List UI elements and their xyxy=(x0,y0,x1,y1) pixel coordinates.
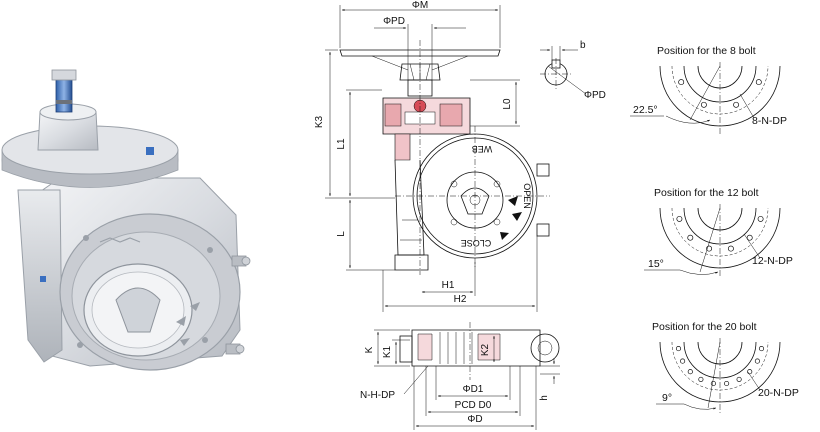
bolt-8-holes xyxy=(678,79,762,108)
dim-h: h xyxy=(539,395,550,401)
bolt-hole xyxy=(678,79,685,86)
bolt-hole xyxy=(733,101,740,108)
bolt-hole xyxy=(687,234,694,241)
bolt-12-holes xyxy=(676,215,764,252)
dim-k3: K3 xyxy=(314,115,325,128)
dim-phi-pd-top: ΦPD xyxy=(383,16,405,27)
dim-phi-m: ΦM xyxy=(412,0,428,11)
bolt-hole xyxy=(698,376,704,382)
bolt-pattern-12: Position for the 12 bolt 15° 12-N-DP xyxy=(644,187,793,278)
bolt-hole xyxy=(710,380,716,387)
shaft-dim-phi-pd: ΦPD xyxy=(584,90,606,101)
shaft-key-detail: b ΦPD xyxy=(540,40,606,101)
open-plate-text: OPEN xyxy=(522,183,532,209)
bolt-hole xyxy=(675,346,682,352)
dim-h1: H1 xyxy=(442,280,455,291)
bolt-hole xyxy=(747,369,753,375)
bolt-12-angle: 15° xyxy=(648,258,664,270)
dim-l: L xyxy=(336,231,347,237)
dim-phi-d1: ΦD1 xyxy=(463,384,484,395)
bolt-hole xyxy=(754,358,760,364)
bolt-8-title: Position for the 8 bolt xyxy=(657,45,756,57)
bolt-hole xyxy=(687,369,693,375)
dim-k: K xyxy=(364,346,375,353)
bolt-hole xyxy=(757,215,764,222)
dim-l1: L1 xyxy=(336,138,347,150)
bolt-8-label: 8-N-DP xyxy=(752,115,787,127)
shaft-dim-b: b xyxy=(580,40,586,51)
web-plate-text: WEB xyxy=(472,144,493,154)
dim-phi-d: ΦD xyxy=(467,414,482,425)
dim-n-h-dp: N-H-DP xyxy=(360,390,395,401)
bolt-8-angle: 22.5° xyxy=(633,104,658,116)
bolt-hole xyxy=(727,245,734,252)
dim-pcd-d0: PCD D0 xyxy=(455,400,492,411)
close-plate-text: CLOSE xyxy=(461,238,492,248)
bolt-20-angle: 9° xyxy=(662,392,672,404)
bolt-hole xyxy=(724,380,730,387)
bolt-hole xyxy=(680,358,686,364)
bolt-12-title: Position for the 12 bolt xyxy=(654,187,759,199)
bolt-hole xyxy=(758,346,765,352)
dim-k1: K1 xyxy=(382,345,393,358)
main-elevation-drawing: WEB OPEN CLOSE ΦM ΦPD K3 L1 L L0 xyxy=(314,0,550,312)
bolt-pattern-8: Position for the 8 bolt 22.5° 8-N-DP xyxy=(630,45,787,136)
dim-h2: H2 xyxy=(454,294,467,305)
bolt-20-label: 20-N-DP xyxy=(758,387,799,399)
bolt-hole xyxy=(676,215,683,222)
dim-k2: K2 xyxy=(480,343,491,356)
bolt-hole xyxy=(755,79,762,86)
gearbox-photo xyxy=(1,69,251,371)
bolt-pattern-20: Position for the 20 bolt 9° 20-N-DP xyxy=(652,321,799,414)
bolt-20-title: Position for the 20 bolt xyxy=(652,321,757,333)
bolt-hole xyxy=(736,376,742,382)
dim-l0: L0 xyxy=(502,98,513,110)
bolt-hole xyxy=(746,234,753,241)
bolt-hole xyxy=(700,101,707,108)
flange-section-drawing: K K1 K2 N-H-DP ΦD1 PCD D0 ΦD h xyxy=(360,322,560,430)
bolt-12-label: 12-N-DP xyxy=(752,255,793,267)
